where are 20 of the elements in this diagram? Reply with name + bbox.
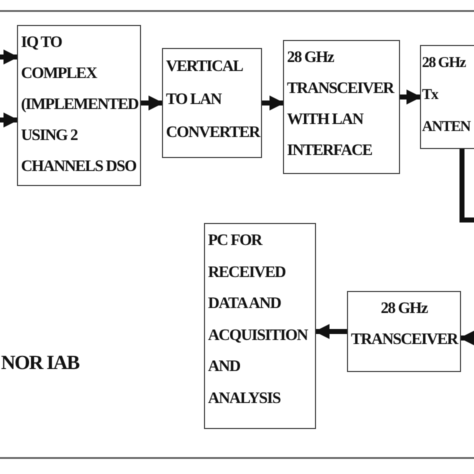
process-box [204, 223, 316, 429]
block-label: NOR IAB [1, 352, 80, 375]
connector-line [460, 149, 474, 222]
arrow [262, 96, 284, 110]
arrow [400, 90, 422, 104]
box-text: 28 GHz TRANSCEIVER WITH LAN INTERFACE [286, 48, 396, 161]
box-text: 28 GHz Tx ANTEN [421, 54, 472, 137]
box-text: PC FOR RECEIVED DATA AND ACQUISITION AND ANALYSIS [207, 231, 309, 408]
process-box [420, 45, 474, 149]
arrow [314, 324, 347, 339]
process-box [162, 48, 262, 158]
process-box [347, 291, 461, 372]
arrow [0, 112, 18, 128]
process-box [283, 40, 400, 174]
box-text: IQ TO COMPLEX (IMPLEMENTED USING 2 CHANNELS DSO [20, 33, 140, 177]
arrow [141, 96, 164, 110]
arrow [0, 50, 18, 64]
box-text: VERTICAL TO LAN CONVERTER [165, 57, 261, 143]
arrow [460, 330, 474, 346]
box-text: 28 GHz TRANSCEIVER [350, 299, 460, 350]
